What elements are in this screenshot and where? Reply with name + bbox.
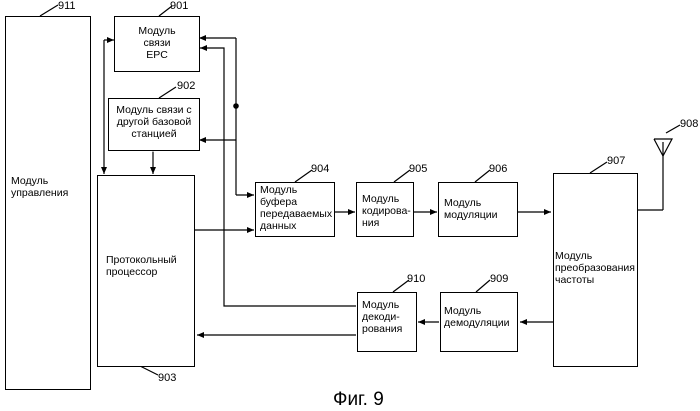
block-mod-label: Модуль модуляции [444, 197, 498, 221]
ref-leader-904 [295, 170, 312, 182]
figure-caption: Фиг. 9 [333, 389, 384, 411]
ref-leader-909 [476, 280, 490, 292]
block-txbuf-label: Модуль буфера передаваемых данных [260, 184, 332, 232]
block-coder-label: Модуль кодирова- ния [362, 193, 411, 229]
ref-leader-911 [40, 5, 58, 16]
block-epc-label: Модуль связи EPC [114, 25, 200, 61]
block-control [5, 16, 91, 390]
link-decoder-feedback [200, 48, 356, 306]
ref-903: 903 [158, 372, 176, 384]
block-proto-label: Протокольный процессор [106, 254, 177, 278]
ref-909: 909 [490, 273, 508, 285]
ref-905: 905 [409, 163, 427, 175]
ref-leader-908 [666, 125, 680, 133]
ref-910: 910 [407, 273, 425, 285]
ref-leader-906 [475, 170, 490, 182]
ref-leader-903 [140, 366, 158, 375]
junction-dot [234, 104, 238, 108]
block-freq-label: Модуль преобразования частоты [555, 250, 635, 286]
ref-911: 911 [58, 0, 76, 12]
ref-901: 901 [170, 0, 188, 12]
block-demod-label: Модуль демодуляции [444, 305, 510, 329]
ref-904: 904 [311, 163, 329, 175]
block-decoder-label: Модуль декоди- рования [362, 299, 402, 335]
ref-908: 908 [680, 118, 698, 130]
block-bs-label: Модуль связи с другой базовой станцией [108, 104, 200, 140]
ref-907: 907 [607, 155, 625, 167]
ref-leader-902 [159, 87, 176, 98]
ref-leader-905 [394, 170, 410, 182]
ref-leader-907 [590, 162, 607, 173]
ref-902: 902 [177, 80, 195, 92]
ref-906: 906 [489, 163, 507, 175]
block-control-label: Модуль управления [11, 175, 68, 199]
